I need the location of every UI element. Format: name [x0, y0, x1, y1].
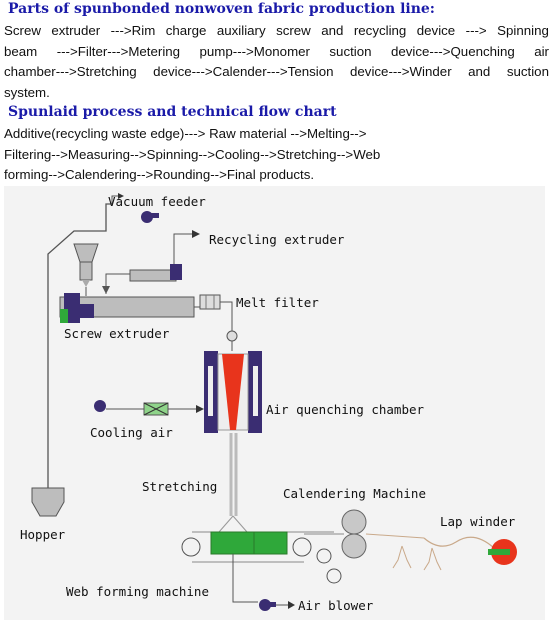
- description-word: charge: [165, 23, 207, 38]
- description-line-1: Screw extruder --->Rim charge auxiliary screw…: [4, 21, 549, 42]
- feed-funnel: [73, 243, 99, 296]
- flow-chart-heading: Spunlaid process and technical flow char…: [8, 104, 337, 120]
- spunlaid-process-diagram: Vacuum feeder Recycling extruder Melt fi…: [4, 186, 545, 620]
- stretching-tube: [218, 433, 248, 533]
- flow-line-3: forming-->Calendering-->Rounding-->Final…: [4, 167, 315, 182]
- description-word: pump--->Monomer: [199, 43, 310, 59]
- spinning-pump: [226, 330, 238, 351]
- recycling-extruder: [102, 233, 194, 294]
- cooling-air-unit: [94, 400, 204, 416]
- description-word: device--->Quenching: [390, 43, 515, 59]
- label-cooling-air: Cooling air: [90, 425, 173, 440]
- vacuum-feeder: [111, 193, 159, 223]
- description-word: device: [416, 23, 456, 38]
- description-word: --->Filter--->Metering: [56, 43, 181, 59]
- label-stretching: Stretching: [142, 479, 217, 494]
- flow-line-2: Filtering-->Measuring-->Spinning-->Cooli…: [4, 146, 381, 162]
- description-word: device--->Calender--->Tension: [153, 64, 334, 79]
- label-vacuum-feeder: Vacuum feeder: [108, 194, 206, 209]
- label-melt-filter: Melt filter: [236, 295, 319, 310]
- description-word: and: [321, 23, 344, 38]
- label-air-quenching-chamber: Air quenching chamber: [266, 402, 425, 417]
- description-word: chamber--->Stretching: [4, 64, 137, 79]
- lap-winder: [488, 539, 517, 565]
- description-word: --->Rim: [110, 23, 156, 38]
- description-line-4: system.: [4, 84, 50, 100]
- description-word: auxiliary: [216, 23, 266, 38]
- description-word: Screw: [4, 23, 41, 38]
- flow-line-1: Additive(recycling waste edge)---> Raw m…: [4, 126, 367, 141]
- web-forming-machine: [181, 531, 342, 603]
- description-word: recycling: [353, 23, 407, 38]
- description-line-3: chamber--->Stretching device--->Calender-…: [4, 62, 549, 83]
- description-word: and: [468, 64, 491, 79]
- description-word: beam: [4, 43, 38, 59]
- label-air-blower: Air blower: [298, 598, 374, 613]
- diagram-labels: Vacuum feeder Recycling extruder Melt fi…: [20, 194, 516, 613]
- description-word: screw: [276, 23, 311, 38]
- production-line-heading: Parts of spunbonded nonwoven fabric prod…: [8, 1, 435, 17]
- label-web-forming-machine: Web forming machine: [66, 584, 209, 599]
- production-line-description: Screw extruder --->Rim charge auxiliary screw…: [4, 21, 549, 103]
- calendering-machine: [304, 509, 425, 559]
- description-line-2: beam --->Filter--->Metering pump--->Monome…: [4, 42, 549, 63]
- air-blower-unit: [259, 599, 295, 611]
- description-word: device--->Winder: [350, 64, 452, 79]
- description-word: suction: [329, 43, 372, 59]
- description-word: Spinning: [497, 23, 549, 38]
- label-recycling-extruder: Recycling extruder: [209, 232, 345, 247]
- description-word: suction: [506, 64, 549, 79]
- tension-section: [392, 536, 495, 571]
- screw-extruder-machine: [59, 293, 233, 334]
- label-hopper: Hopper: [20, 527, 66, 542]
- flow-chart-description: Additive(recycling waste edge)---> Raw m…: [4, 124, 549, 186]
- air-quenching-chamber: [204, 351, 262, 433]
- description-word: air: [534, 43, 549, 59]
- description-word: extruder: [51, 23, 101, 38]
- hopper: [31, 203, 112, 517]
- label-calendering-machine: Calendering Machine: [283, 486, 426, 501]
- label-lap-winder: Lap winder: [440, 514, 516, 529]
- description-word: --->: [465, 23, 487, 38]
- label-screw-extruder: Screw extruder: [64, 326, 170, 341]
